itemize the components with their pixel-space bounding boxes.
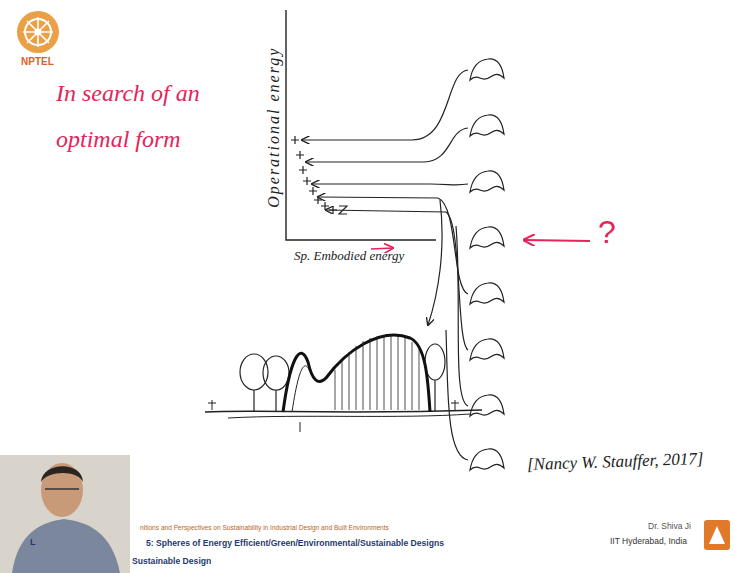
ground-line xyxy=(205,410,482,412)
lecture-subtitle: Sustainable Design xyxy=(132,557,211,567)
lecture-prefix: L xyxy=(30,537,36,547)
logo-disc xyxy=(17,11,59,53)
shell-form xyxy=(470,395,504,416)
leader-arrow xyxy=(428,200,442,325)
lecture-title: 5: Spheres of Energy Efficient/Green/Env… xyxy=(146,539,444,549)
tree-trunk xyxy=(254,390,276,412)
tree-trunk xyxy=(434,380,435,411)
citation: [Nancy W. Stauffer, 2017] xyxy=(527,449,704,475)
data-points xyxy=(291,136,347,214)
shell-form xyxy=(470,115,504,136)
question-arrow xyxy=(524,240,590,241)
shell-form xyxy=(470,339,504,360)
shell-form xyxy=(470,449,504,470)
shell-form xyxy=(470,59,504,80)
shell-form xyxy=(470,227,504,248)
axis-label: Operational energy xyxy=(265,17,283,237)
shell-roof xyxy=(283,335,430,412)
instructor-name: Dr. Shiva Ji xyxy=(648,522,691,532)
question-mark: ? xyxy=(598,214,616,251)
video-background xyxy=(0,455,130,573)
logo-hub xyxy=(35,29,42,36)
leader-line xyxy=(446,330,468,460)
institute-logo-mark xyxy=(709,526,725,544)
institute-logo xyxy=(704,520,730,550)
leader-arrow xyxy=(306,128,468,162)
leader-line xyxy=(456,226,468,406)
shell-form xyxy=(470,283,504,304)
presenter-face xyxy=(41,463,83,517)
shell-roof-edge xyxy=(292,366,310,412)
presenter-shirt xyxy=(12,519,120,573)
ground-line xyxy=(228,414,470,418)
institute-name: IIT Hyderabad, India xyxy=(610,537,687,547)
axis-label: Sp. Embodied energy xyxy=(294,249,404,264)
logo-spokes xyxy=(23,17,53,47)
course-title: nitions and Perspectives on Sustainabili… xyxy=(140,524,389,532)
leader-arrow xyxy=(302,70,468,140)
leader-arrow xyxy=(326,210,468,350)
shell-form xyxy=(470,171,504,192)
chart-axes xyxy=(286,10,436,240)
logo-text: NPTEL xyxy=(21,56,54,68)
leader-arrow xyxy=(312,183,468,185)
tree-canopy xyxy=(263,356,289,390)
tree-canopy xyxy=(240,354,268,390)
presenter-glasses xyxy=(45,488,79,489)
roof-hatching xyxy=(335,335,419,410)
scale-figure xyxy=(208,400,459,432)
presenter-hair xyxy=(41,466,83,482)
slide-title: In search of an optimal form xyxy=(56,70,256,162)
